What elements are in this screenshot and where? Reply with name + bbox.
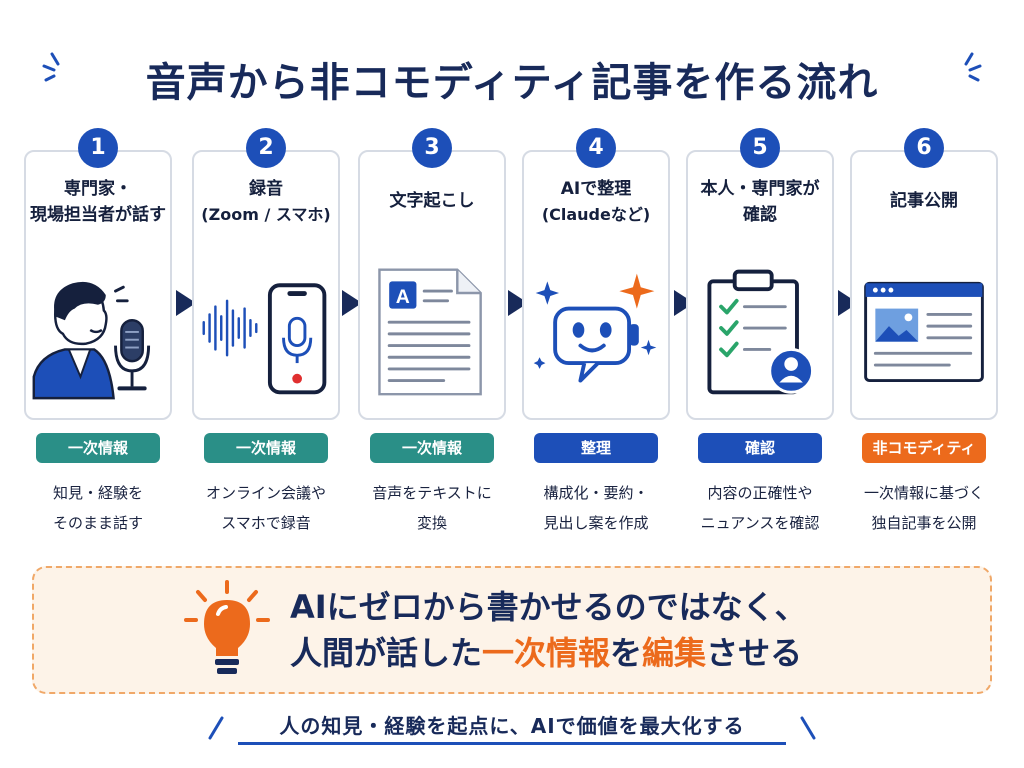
step-description-line2: スマホで録音 bbox=[221, 514, 311, 532]
arrow-right-icon bbox=[838, 290, 858, 316]
step-title-line1: 文字起こし bbox=[389, 191, 475, 211]
article-webpage-icon bbox=[864, 281, 984, 383]
step-title: 記事公開 bbox=[852, 188, 996, 214]
callout-message: AIにゼロから書かせるのではなく、 人間が話した一次情報を編集させる bbox=[290, 584, 807, 676]
step-card-6: 記事公開 bbox=[850, 150, 998, 420]
clipboard-checklist-icon bbox=[707, 269, 814, 395]
footer-tagline: 人の知見・経験を起点に、AIで価値を最大化する bbox=[279, 714, 745, 738]
step-title-line1: AIで整理 bbox=[560, 179, 632, 199]
key-message-callout: AIにゼロから書かせるのではなく、 人間が話した一次情報を編集させる bbox=[32, 566, 992, 694]
step-description-line2: 独自記事を公開 bbox=[871, 514, 977, 532]
sparkle-lines-icon bbox=[964, 52, 982, 82]
step-title-line1: 専門家・ bbox=[64, 179, 132, 199]
speaker-with-microphone-icon bbox=[32, 281, 151, 400]
arrow-right-icon bbox=[176, 290, 196, 316]
callout-line1: AIにゼロから書かせるのではなく、 bbox=[290, 588, 807, 626]
step-description-line2: ニュアンスを確認 bbox=[700, 514, 820, 532]
footer-underline bbox=[238, 742, 786, 745]
callout-highlight-primary-info: 一次情報 bbox=[482, 634, 611, 672]
step-number-6: 6 bbox=[904, 128, 944, 168]
accent-slash-icon bbox=[208, 716, 224, 740]
arrow-right-icon bbox=[508, 290, 528, 316]
page-title: 音声から非コモディティ記事を作る流れ bbox=[145, 60, 879, 106]
step-number-3: 3 bbox=[412, 128, 452, 168]
step-description-4: 構成化・要約・ 見出し案を作成 bbox=[516, 478, 676, 538]
arrow-right-icon bbox=[674, 290, 694, 316]
step-title-line1: 記事公開 bbox=[890, 191, 958, 211]
document-icon: A bbox=[378, 268, 482, 396]
step-description-2: オンライン会議や スマホで録音 bbox=[186, 478, 346, 538]
sparkle-lines-icon bbox=[42, 52, 60, 82]
step-tag-1: 一次情報 bbox=[36, 433, 160, 463]
step-title-line2: 現場担当者が話す bbox=[30, 205, 166, 225]
step-title-line1: 録音 bbox=[249, 179, 283, 199]
step-tag-3: 一次情報 bbox=[370, 433, 494, 463]
step-description-line1: 音声をテキストに bbox=[372, 484, 492, 502]
step-title: 録音 (Zoom / スマホ) bbox=[194, 176, 338, 228]
smartphone-recording-icon bbox=[202, 283, 327, 395]
svg-text:A: A bbox=[396, 286, 410, 308]
accent-slash-icon bbox=[800, 716, 816, 740]
step-tag-2: 一次情報 bbox=[204, 433, 328, 463]
step-number-1: 1 bbox=[78, 128, 118, 168]
step-number-2: 2 bbox=[246, 128, 286, 168]
callout-highlight-edit: 編集 bbox=[642, 634, 707, 672]
step-title-line1: 本人・専門家が bbox=[700, 179, 820, 199]
step-card-4: AIで整理 (Claudeなど) bbox=[522, 150, 670, 420]
step-subtitle: (Zoom / スマホ) bbox=[201, 205, 331, 224]
step-description-line1: 構成化・要約・ bbox=[543, 484, 649, 502]
step-description-6: 一次情報に基づく 独自記事を公開 bbox=[844, 478, 1004, 538]
step-title: AIで整理 (Claudeなど) bbox=[524, 176, 668, 228]
step-description-1: 知見・経験を そのまま話す bbox=[18, 478, 178, 538]
step-subtitle: (Claudeなど) bbox=[541, 205, 651, 224]
step-number-4: 4 bbox=[576, 128, 616, 168]
ai-chat-bot-icon bbox=[533, 273, 657, 383]
step-number-5: 5 bbox=[740, 128, 780, 168]
step-card-5: 本人・専門家が 確認 bbox=[686, 150, 834, 420]
step-description-line2: 見出し案を作成 bbox=[543, 514, 649, 532]
step-description-line1: 知見・経験を bbox=[52, 484, 143, 502]
callout-line2-text: させる bbox=[706, 634, 803, 672]
arrow-right-icon bbox=[342, 290, 362, 316]
lightbulb-icon bbox=[184, 580, 270, 674]
step-card-3: 文字起こし A bbox=[358, 150, 506, 420]
step-title: 本人・専門家が 確認 bbox=[688, 176, 832, 228]
step-card-1: 専門家・ 現場担当者が話す bbox=[24, 150, 172, 420]
footer-tagline-area: 人の知見・経験を起点に、AIで価値を最大化する bbox=[0, 706, 1024, 746]
step-tag-6: 非コモディティ bbox=[862, 433, 986, 463]
step-description-line1: 一次情報に基づく bbox=[863, 484, 984, 502]
step-card-2: 録音 (Zoom / スマホ) bbox=[192, 150, 340, 420]
step-description-3: 音声をテキストに 変換 bbox=[352, 478, 512, 538]
step-description-line2: そのまま話す bbox=[52, 514, 143, 532]
step-description-line2: 変換 bbox=[416, 514, 447, 532]
step-description-line1: オンライン会議や bbox=[205, 484, 326, 502]
step-title-line2: 確認 bbox=[743, 205, 777, 225]
step-tag-4: 整理 bbox=[534, 433, 658, 463]
step-title: 専門家・ 現場担当者が話す bbox=[26, 176, 170, 228]
title-area: 音声から非コモディティ記事を作る流れ bbox=[0, 40, 1024, 110]
callout-line2-text: を bbox=[610, 634, 643, 672]
step-description-line1: 内容の正確性や bbox=[707, 484, 813, 502]
step-title: 文字起こし bbox=[360, 188, 504, 214]
flow-steps: 専門家・ 現場担当者が話す 1 録音 (Zoom / スマホ) bbox=[24, 128, 1000, 428]
callout-line2-text: 人間が話した bbox=[290, 634, 483, 672]
step-description-5: 内容の正確性や ニュアンスを確認 bbox=[680, 478, 840, 538]
step-tag-5: 確認 bbox=[698, 433, 822, 463]
